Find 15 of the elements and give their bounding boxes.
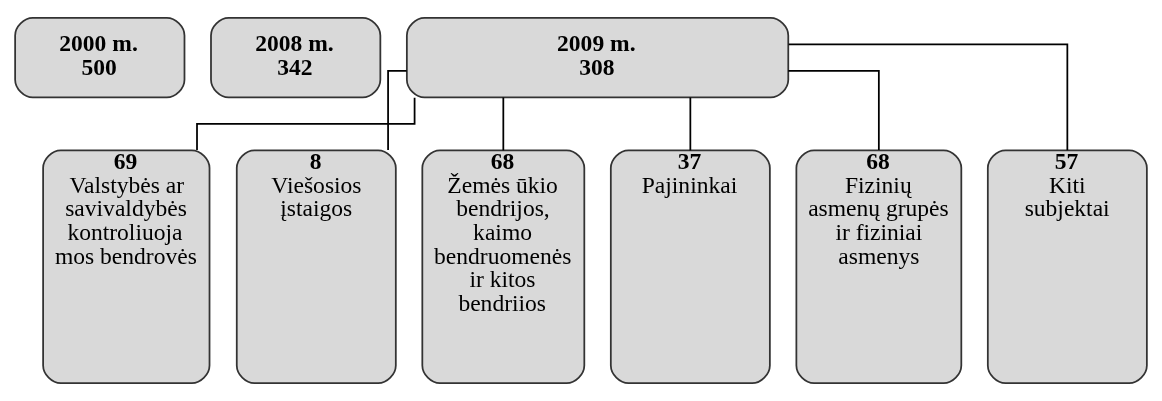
node-box: 68 Žemės ūkio bendrijos, kaimo bendruomenės ir kitos bendriios (421, 149, 586, 384)
node-box: 69 Valstybės ar savivaldybės kontroliuoja mos bendrovės (42, 149, 211, 384)
node-box: 68 Fizinių asmenų grupės ir fiziniai asmenys (795, 149, 963, 384)
connector (502, 96, 505, 152)
node-box: 37 Pajininkai (609, 149, 771, 384)
connector (387, 70, 408, 151)
node-box: 8 Viešosios įstaigos (235, 149, 397, 384)
node-box: 2008 m. 342 (210, 17, 382, 99)
connector (196, 96, 416, 151)
connector (689, 96, 692, 152)
node-box: 2000 m. 500 (14, 17, 186, 99)
connector (787, 43, 1069, 152)
node-box: 57 Kiti subjektai (986, 149, 1148, 384)
connector (787, 70, 880, 151)
node-box: 2009 m. 308 (405, 17, 790, 99)
